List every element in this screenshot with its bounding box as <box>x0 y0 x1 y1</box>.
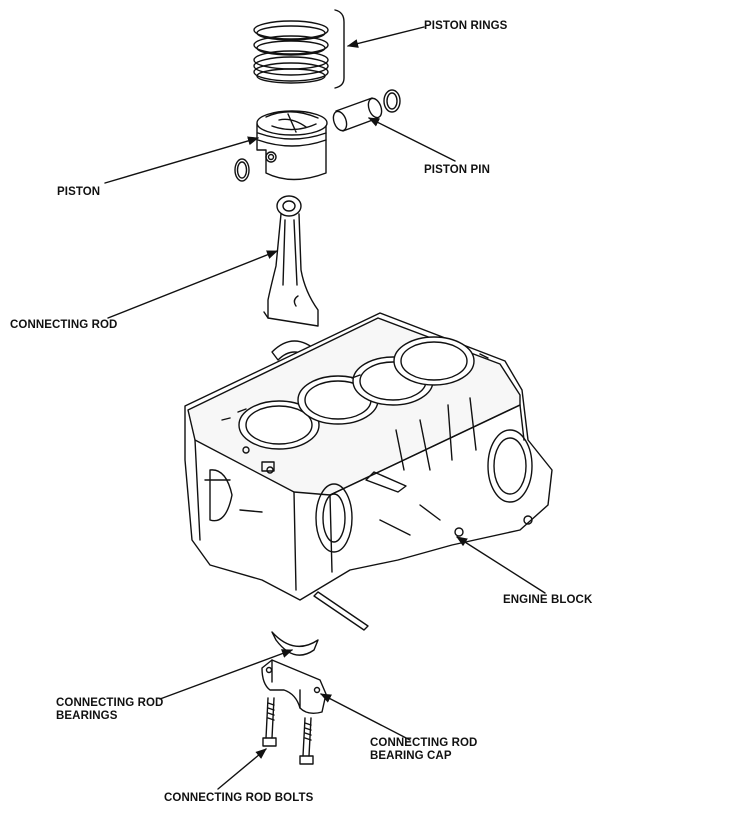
label-line: BEARINGS <box>56 710 118 722</box>
label-piston-pin: PISTON PIN <box>424 164 490 176</box>
leader-lines <box>104 26 546 790</box>
label-connecting-rod: CONNECTING ROD <box>10 319 118 331</box>
bearing-cap-illustration <box>261 659 327 715</box>
piston-pin-illustration <box>332 89 401 132</box>
connecting-rod-bolts-illustration <box>262 697 314 765</box>
label-piston-rings: PISTON RINGS <box>424 20 508 32</box>
label-line: CONNECTING ROD <box>370 737 478 749</box>
connecting-rod-illustration <box>263 195 319 327</box>
label-engine-block: ENGINE BLOCK <box>503 594 593 606</box>
lower-bearing-shell <box>271 631 319 656</box>
piston-illustration <box>234 110 328 182</box>
label-connecting-rod-bearing-cap: CONNECTING ROD BEARING CAP <box>370 737 477 763</box>
label-line: CONNECTING ROD <box>56 697 164 709</box>
engine-block-illustration <box>184 312 553 631</box>
piston-rings-illustration <box>253 9 345 89</box>
label-connecting-rod-bolts: CONNECTING ROD BOLTS <box>164 792 314 804</box>
label-connecting-rod-bearings: CONNECTING ROD BEARINGS <box>56 697 163 723</box>
label-line: BEARING CAP <box>370 750 452 762</box>
label-piston: PISTON <box>57 186 101 198</box>
